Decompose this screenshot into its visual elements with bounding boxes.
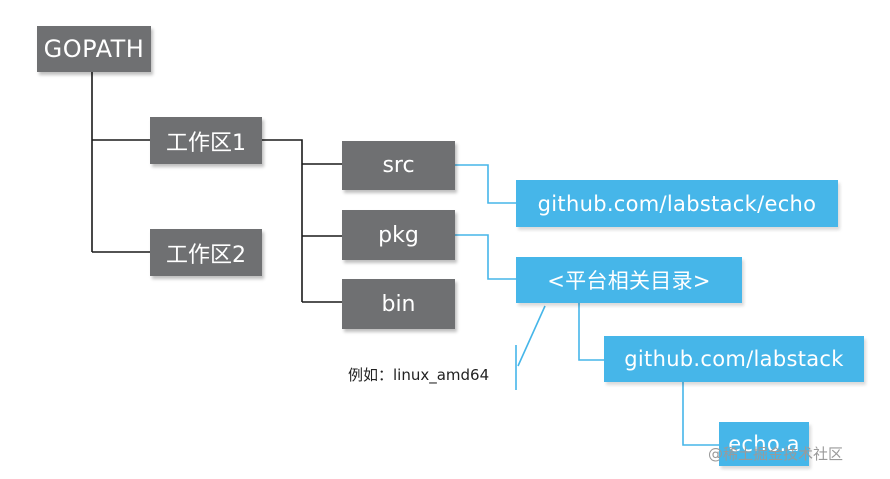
connector-annotation bbox=[515, 305, 546, 390]
labstack-dir-node: github.com/labstack bbox=[604, 336, 864, 382]
workspace-2-node: 工作区2 bbox=[150, 229, 262, 276]
platform-example-note: 例如：linux_amd64 bbox=[348, 366, 490, 384]
connector-workspace1-dirs bbox=[262, 139, 342, 303]
watermark: @稀土掘金技术社区 bbox=[708, 445, 844, 463]
echo-repo-node: github.com/labstack/echo bbox=[516, 180, 838, 227]
platform-dir-node: <平台相关目录> bbox=[516, 257, 742, 303]
pkg-dir-node: pkg bbox=[342, 210, 455, 260]
connector-src-echo bbox=[455, 164, 516, 204]
gopath-node: GOPATH bbox=[37, 26, 151, 72]
connector-labstack-echo-archive bbox=[682, 381, 719, 446]
connector-pkg-platform bbox=[455, 234, 516, 280]
connector-gopath-workspaces bbox=[91, 72, 150, 253]
bin-dir-node: bin bbox=[342, 279, 455, 329]
src-dir-node: src bbox=[342, 141, 455, 190]
echo-archive-node: echo.a bbox=[719, 422, 809, 466]
workspace-1-node: 工作区1 bbox=[150, 117, 262, 164]
connector-platform-labstack bbox=[578, 303, 604, 361]
